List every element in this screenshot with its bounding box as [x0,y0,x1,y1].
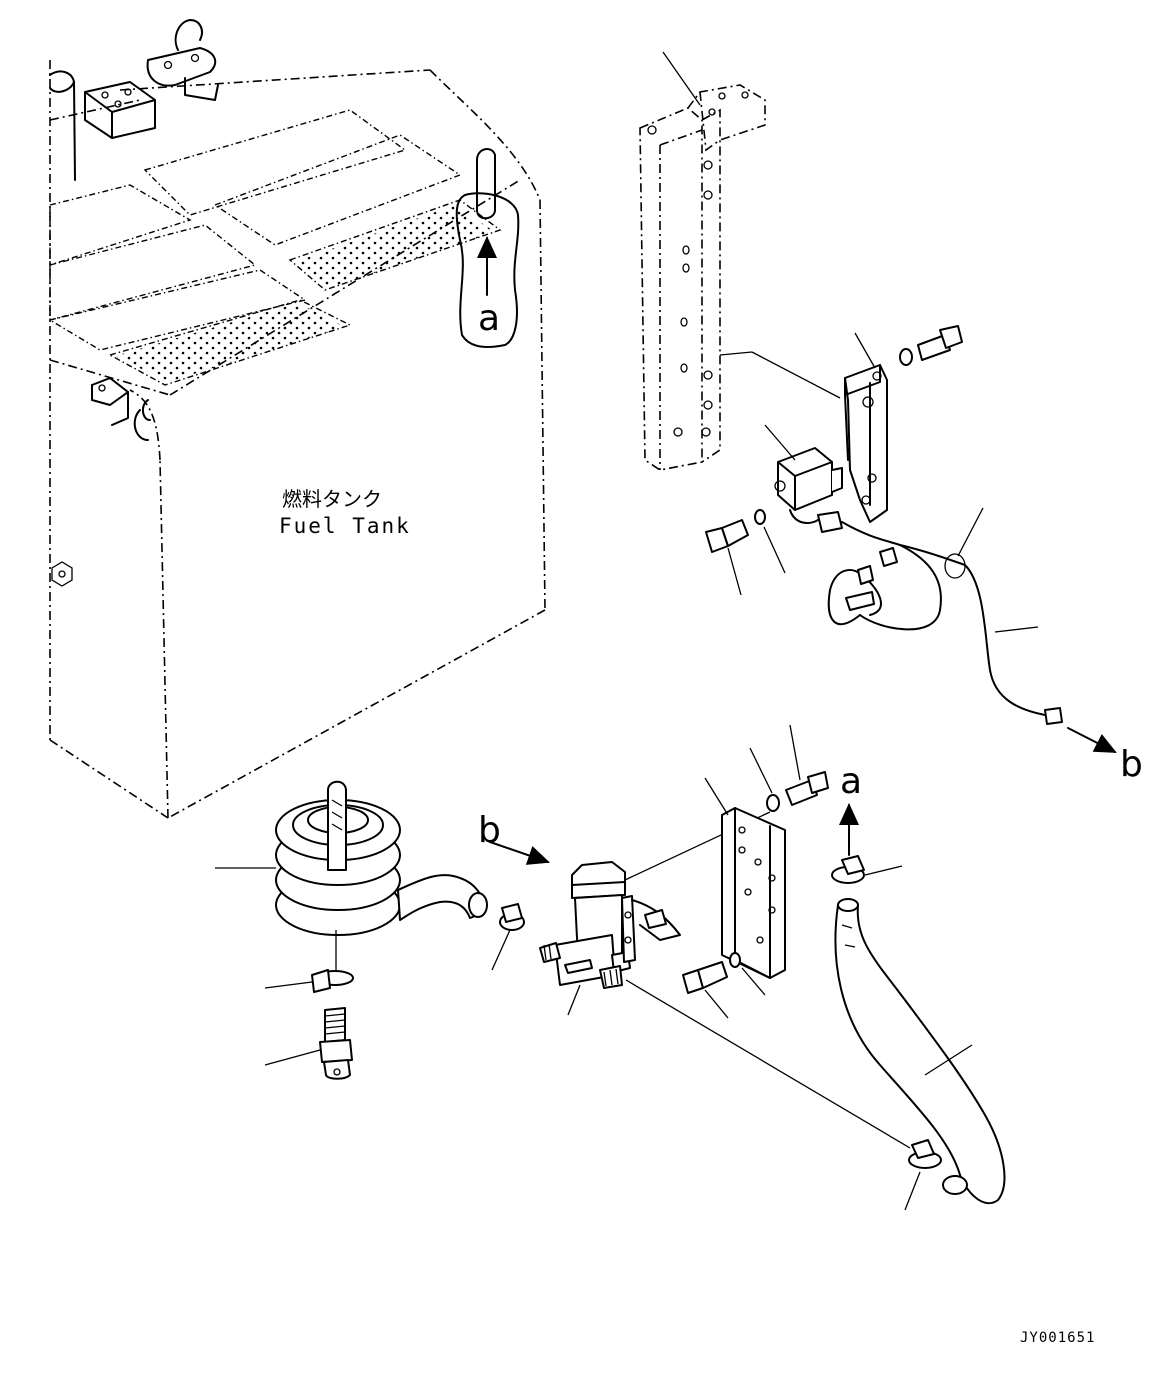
bolt-left [705,509,766,553]
hose-clamp-top [831,855,865,884]
leader-pump-bracket-plate [704,777,729,816]
tank-drain-plug [51,561,73,587]
leader-bracket-mount-2 [751,351,841,399]
leader-hose-clamp-inlet [491,929,511,971]
leader-harness [994,626,1039,633]
fuel-hose [834,898,1006,1205]
arrow-b-harness [1067,727,1117,753]
coil-adapter [319,1007,353,1080]
arrow-b-pump [489,841,550,865]
tank-filler-neck [49,70,76,181]
solenoid-bracket [844,364,888,523]
leader-washer-upper [749,747,773,794]
bolt-lower-pump [682,952,741,994]
callout-a-label-hose: a [840,761,862,802]
leader-hose-clamp-top [864,865,903,876]
bolt-top-right [899,325,963,366]
leader-harness-clip [957,507,984,557]
leader-pump [567,984,581,1016]
solenoid-valve [774,447,843,511]
drawing-id: JY001651 [1020,1330,1095,1346]
coil-clamp [311,969,354,993]
leader-solenoid [764,424,796,461]
hose-clamp-inlet [499,903,525,931]
mounting-column [639,84,766,471]
leader-bolt-upper [789,724,801,781]
leader-column [662,51,701,106]
callout-b-label-harness: b [1120,744,1143,785]
leader-coil-adapter [264,1049,321,1066]
leader-washer-left [763,526,786,574]
leader-hose-clamp-bottom [904,1171,921,1211]
tank-label-en: Fuel Tank [279,514,411,538]
leader-bracket [854,332,876,369]
leader-bracket-mount [719,351,753,356]
leader-bolt-lower [704,989,729,1019]
bolt-upper-pump [766,771,829,812]
leader-pump-to-clamp [625,979,911,1149]
wiring-harness [827,521,1063,725]
leader-hose [924,1044,973,1076]
callout-a-tank-port [455,148,520,348]
hose-clamp-bottom [908,1139,942,1169]
leader-coil-clamp [264,981,313,989]
pump-bracket [721,807,786,979]
callout-b-label-pump: b [478,810,501,851]
callout-a-label-top: a [478,298,500,339]
tank-top-plates [48,109,502,386]
leader-washer-lower [741,967,766,996]
fuel-pump [539,861,681,989]
tank-top-bracket [84,19,219,139]
leader-bolt-left [727,547,742,596]
solenoid-connector-wire [789,509,843,533]
tank-label-jp: 燃料タンク [282,487,382,511]
tank-side-bracket [91,377,151,441]
fuel-coil [275,780,488,970]
